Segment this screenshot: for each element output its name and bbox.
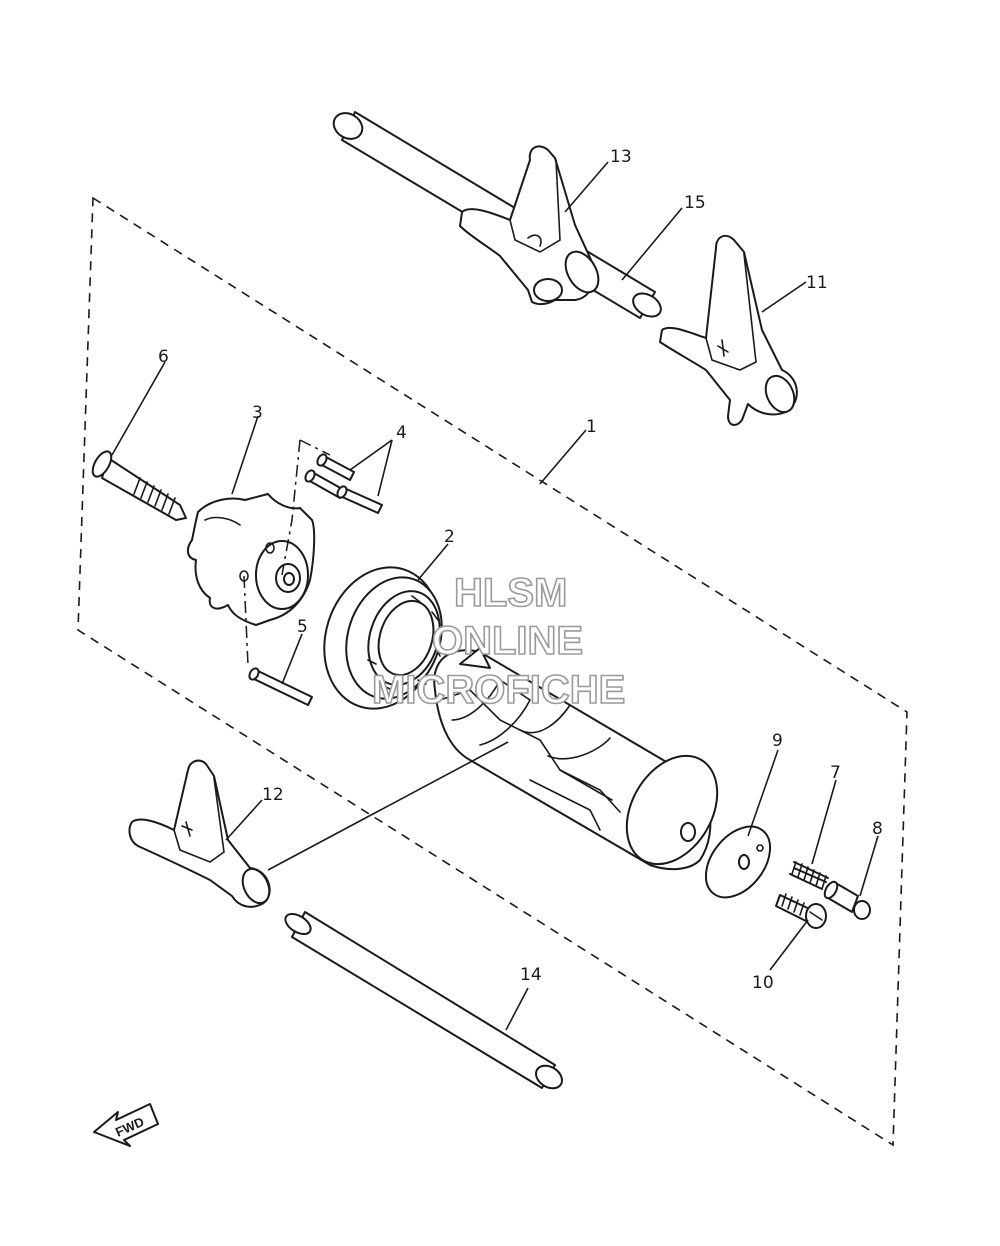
callout-12: 12 bbox=[262, 785, 284, 805]
callout-13: 13 bbox=[610, 147, 632, 167]
stopper-8 bbox=[823, 880, 871, 920]
dowel-pins-4 bbox=[304, 453, 383, 514]
callout-3: 3 bbox=[252, 403, 263, 423]
callout-labels: 1 2 3 4 5 6 7 8 9 10 11 12 13 14 15 bbox=[158, 147, 883, 993]
bolt-6 bbox=[91, 450, 187, 521]
watermark-line-3: MICROFICHE bbox=[372, 668, 625, 712]
callout-4: 4 bbox=[396, 423, 407, 443]
pin-5 bbox=[248, 667, 313, 706]
plate-9 bbox=[704, 825, 772, 899]
shift-fork-13 bbox=[459, 145, 600, 306]
shift-fork-12 bbox=[128, 759, 271, 908]
shift-drum bbox=[433, 647, 719, 871]
callout-1: 1 bbox=[586, 417, 597, 437]
callout-9: 9 bbox=[772, 731, 783, 751]
fwd-arrow: FWD bbox=[93, 1103, 159, 1147]
shift-cam-segment-3 bbox=[186, 493, 316, 626]
callout-7: 7 bbox=[830, 763, 841, 783]
callout-8: 8 bbox=[872, 819, 883, 839]
shift-fork-shaft-lower bbox=[284, 911, 564, 1090]
alignment-line-b bbox=[243, 575, 249, 666]
callout-11: 11 bbox=[806, 273, 828, 293]
spring-7 bbox=[789, 861, 829, 890]
callout-10: 10 bbox=[752, 973, 774, 993]
watermark-line-1: HLSM bbox=[454, 571, 567, 615]
bearing-2 bbox=[323, 566, 443, 710]
callout-5: 5 bbox=[297, 617, 308, 637]
callout-6: 6 bbox=[158, 347, 169, 367]
alignment-line-a bbox=[281, 439, 301, 576]
screw-10 bbox=[775, 893, 827, 929]
callout-2: 2 bbox=[444, 527, 455, 547]
callout-15: 15 bbox=[684, 193, 706, 213]
shift-fork-11 bbox=[659, 234, 798, 426]
callout-14: 14 bbox=[520, 965, 542, 985]
alignment-line-c bbox=[299, 439, 331, 456]
leader-lines bbox=[111, 161, 879, 1031]
watermark-line-2: ONLINE bbox=[432, 619, 583, 663]
assembly-boundary bbox=[77, 196, 908, 1147]
watermark: HLSM ONLINE MICROFICHE bbox=[371, 570, 626, 713]
